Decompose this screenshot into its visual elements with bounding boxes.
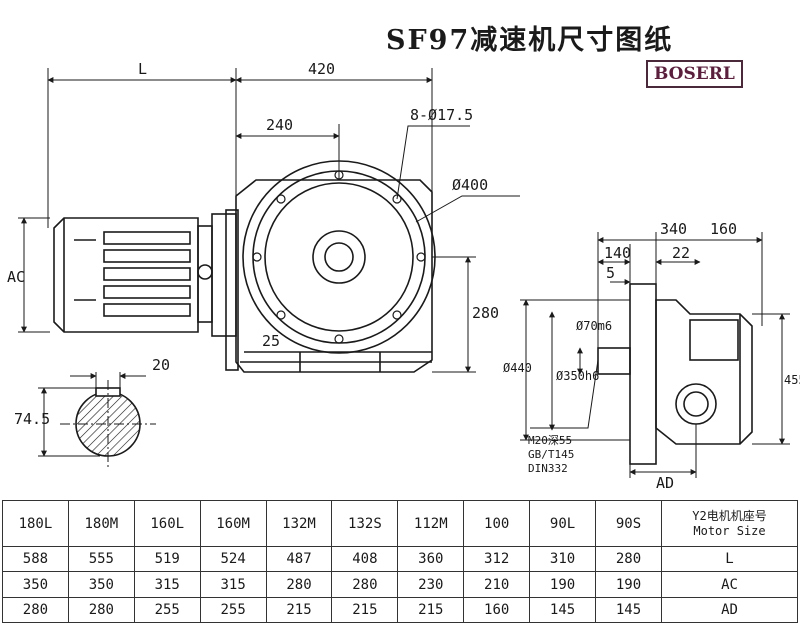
motor-body (53, 213, 237, 337)
dim-ad: AD (656, 474, 674, 492)
drawing-title: SF97减速机尺寸图纸 (386, 25, 674, 56)
dim-bolt-holes: 8-Ø17.5 (410, 106, 473, 124)
dim-dia-440: Ø440 (503, 361, 532, 375)
motor-size-cell: 160M (199, 499, 267, 548)
table-cell: 280 (67, 596, 135, 624)
motor-size-cell: 180L (2, 499, 69, 548)
table-cell: 230 (397, 571, 465, 598)
dim-l: L (138, 60, 147, 78)
dim-420: 420 (308, 60, 335, 78)
motor-size-cell: 132M (265, 499, 333, 548)
table-cell: 350 (67, 571, 135, 598)
gearbox-housing (225, 160, 436, 373)
table-cell: 210 (463, 571, 531, 598)
table-cell: 215 (397, 596, 465, 624)
table-cell: 487 (265, 546, 333, 573)
note-standard-din: DIN332 (528, 462, 568, 475)
table-cell: 519 (133, 546, 201, 573)
table-cell: 215 (265, 596, 333, 624)
table-cell: 215 (331, 596, 399, 624)
table-cell: 350 (2, 571, 69, 598)
dim-5: 5 (606, 264, 615, 282)
dim-340: 340 (660, 220, 687, 238)
motor-size-cell: 100 (463, 499, 531, 548)
header-line-en: Motor Size (693, 523, 766, 538)
motor-size-cell: 132S (331, 499, 399, 548)
dim-dia-350: Ø350h6 (556, 369, 599, 383)
motor-size-cell: 180M (67, 499, 135, 548)
table-cell: 280 (265, 571, 333, 598)
dim-280: 280 (472, 304, 499, 322)
table-cell: 255 (199, 596, 267, 624)
dim-22: 22 (672, 244, 690, 262)
row-label: AD (661, 596, 798, 624)
table-cell: 190 (595, 571, 662, 598)
table-cell: 145 (529, 596, 597, 624)
dim-dia-400: Ø400 (452, 176, 488, 194)
table-cell: 280 (331, 571, 399, 598)
table-cell: 190 (529, 571, 597, 598)
flange-bolt-holes (252, 170, 426, 344)
side-view (597, 283, 753, 465)
dim-74-5: 74.5 (14, 410, 50, 428)
table-cell: 408 (331, 546, 399, 573)
dim-455: 455 (784, 373, 800, 387)
table-cell: 280 (2, 596, 69, 624)
table-cell: 555 (67, 546, 135, 573)
table-cell: 312 (463, 546, 531, 573)
dim-140: 140 (604, 244, 631, 262)
table-cell: 315 (199, 571, 267, 598)
motor-size-cell: 90S (595, 499, 662, 548)
dim-240: 240 (266, 116, 293, 134)
table-cell: 310 (529, 546, 597, 573)
header-line-cn: Y2电机机座号 (692, 508, 767, 523)
table-cell: 360 (397, 546, 465, 573)
table-cell: 524 (199, 546, 267, 573)
dim-160: 160 (710, 220, 737, 238)
row-label: AC (661, 571, 798, 598)
motor-size-cell: 112M (397, 499, 465, 548)
dim-ac: AC (7, 268, 25, 286)
brand-logo-text: BOSERL (646, 60, 743, 88)
table-cell: 255 (133, 596, 201, 624)
dim-25: 25 (262, 332, 280, 350)
motor-size-cell: 160L (133, 499, 201, 548)
note-standard-gb: GB/T145 (528, 448, 574, 461)
dim-dia-70: Ø70m6 (576, 319, 612, 333)
table-cell: 160 (463, 596, 531, 624)
dim-20: 20 (152, 356, 170, 374)
shaft-section (60, 380, 156, 470)
table-cell: 280 (595, 546, 662, 573)
note-thread: M20深55 (528, 434, 572, 447)
motor-size-cell: 90L (529, 499, 597, 548)
table-cell: 588 (2, 546, 69, 573)
row-label: L (661, 546, 798, 573)
technical-drawing: L 420 240 8-Ø17.5 Ø400 AC 280 25 20 74.5… (7, 60, 800, 492)
table-cell: 315 (133, 571, 201, 598)
table-cell: 145 (595, 596, 662, 624)
